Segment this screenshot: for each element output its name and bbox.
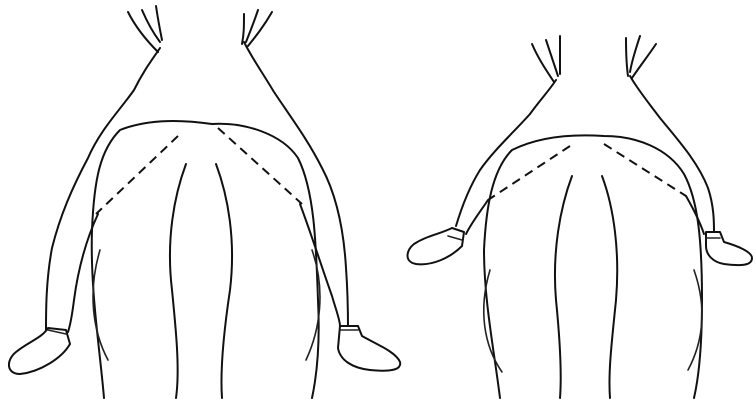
left-rider-boot-left [9,328,70,374]
right-rider-boot-right [706,232,752,265]
left-rider-hand-left-c [156,6,162,40]
left-saddle-dash-right [218,128,302,204]
left-rider-hand-right-a [242,14,244,44]
right-rider-torso-right [630,76,714,232]
right-rider-hand-left-a [532,44,554,82]
left-rider-boot-right [338,326,400,371]
right-saddle-dash-right [604,144,686,196]
left-horse-spine-right [216,164,232,398]
right-horse-spine-right [602,176,617,398]
right-rider-hand-left-b [546,40,558,76]
left-rider-torso-right [244,42,348,328]
left-horse-body-outline [92,121,319,398]
left-rider-illustration [9,6,400,398]
right-rider-torso-left [456,80,556,226]
right-saddle-dash-left [488,146,570,200]
right-rider-hand-right-b [630,36,640,72]
left-rider-hand-right-b [246,10,258,42]
right-rider-hand-right-a [626,38,628,76]
right-horse-body-outline [484,135,702,398]
right-horse-spine-left [555,176,572,398]
right-horse-flank-line-left [484,270,502,372]
left-rider-torso-left [46,48,160,330]
left-horse-spine-left [170,164,186,398]
right-rider-illustration [408,36,753,398]
right-rider-boot-left [408,228,465,264]
